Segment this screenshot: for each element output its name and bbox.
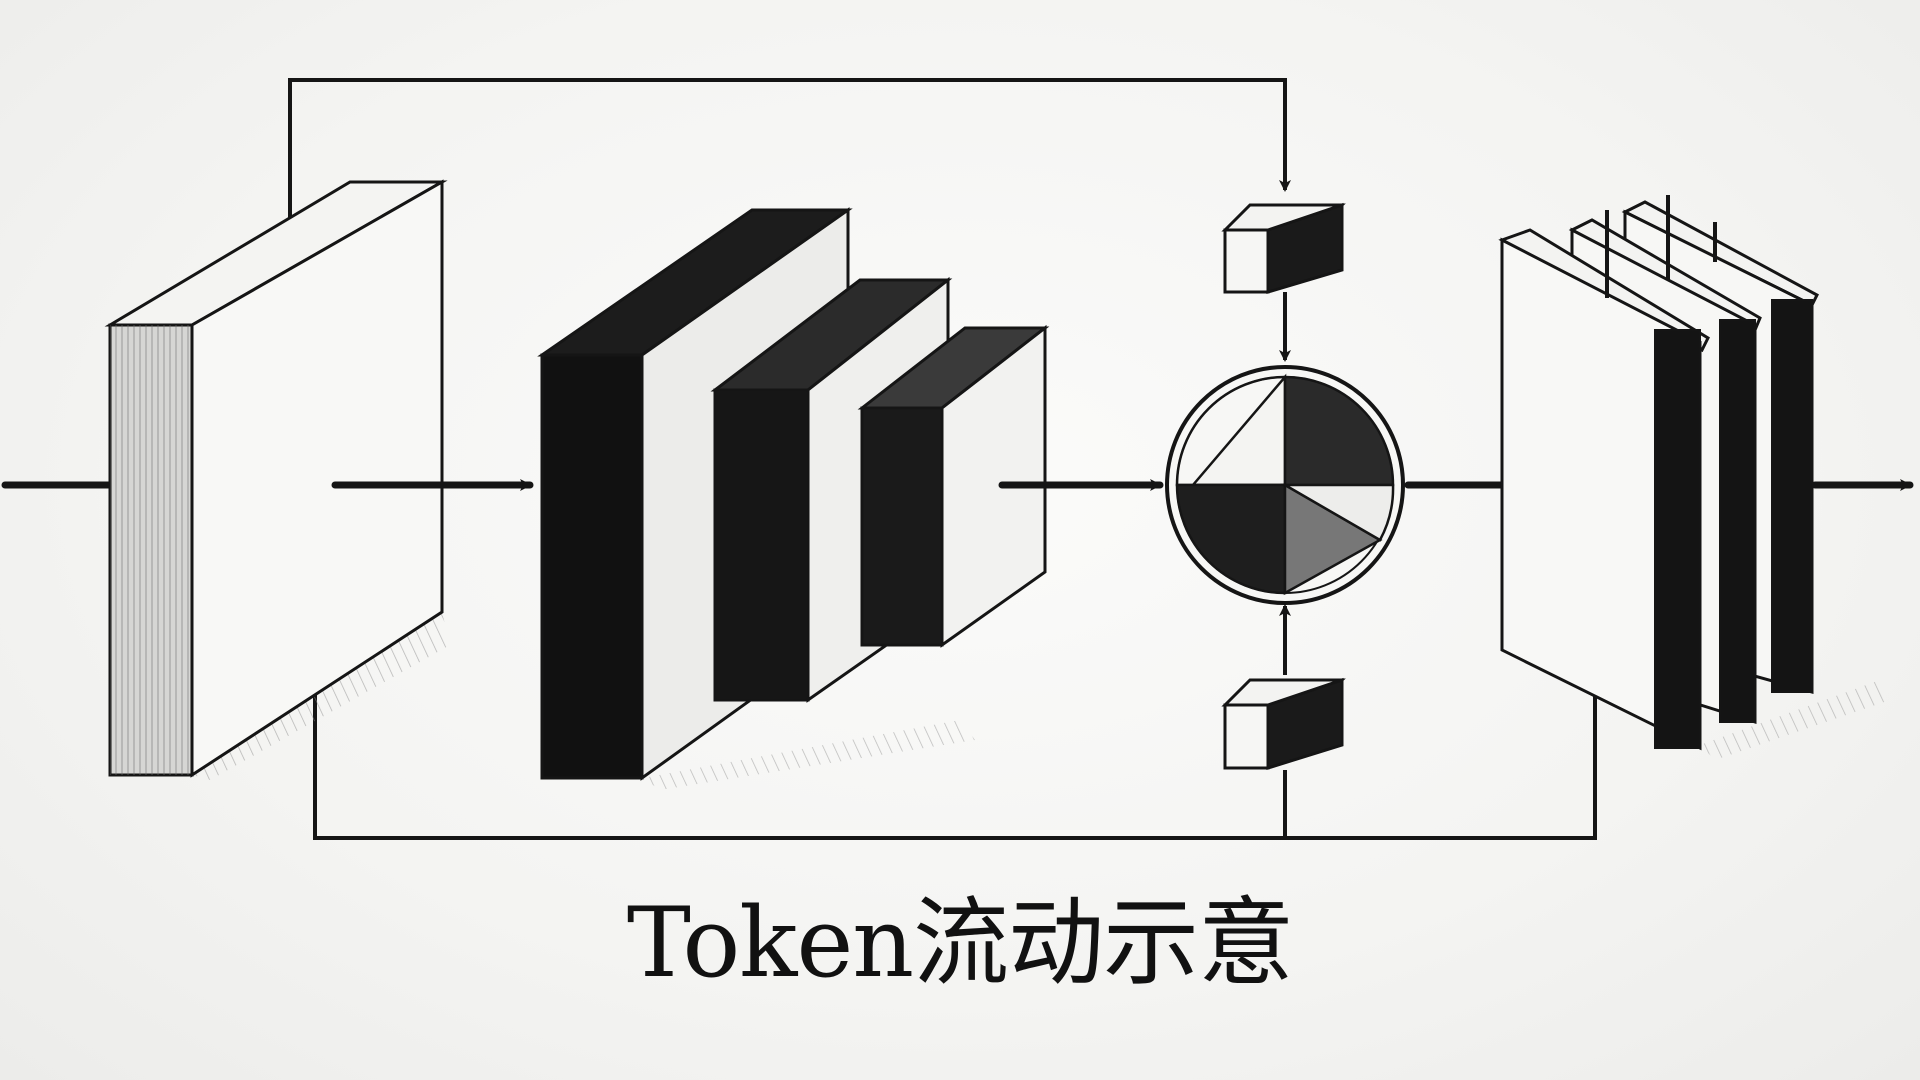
bottom-input-cube bbox=[1225, 680, 1342, 768]
input-embedding-slab bbox=[110, 182, 450, 780]
sheet-2-edge bbox=[1720, 320, 1755, 722]
output-sheets bbox=[1502, 195, 1890, 760]
layer-stack bbox=[542, 210, 1045, 790]
mixer-circle bbox=[1167, 367, 1403, 603]
sheet-3-edge bbox=[1772, 300, 1812, 692]
diagram-caption: Token流动示意 bbox=[0, 888, 1920, 998]
bottom-feedback-loop bbox=[315, 690, 1595, 838]
sheet-1-edge bbox=[1655, 330, 1700, 748]
top-input-cube bbox=[1225, 205, 1342, 292]
